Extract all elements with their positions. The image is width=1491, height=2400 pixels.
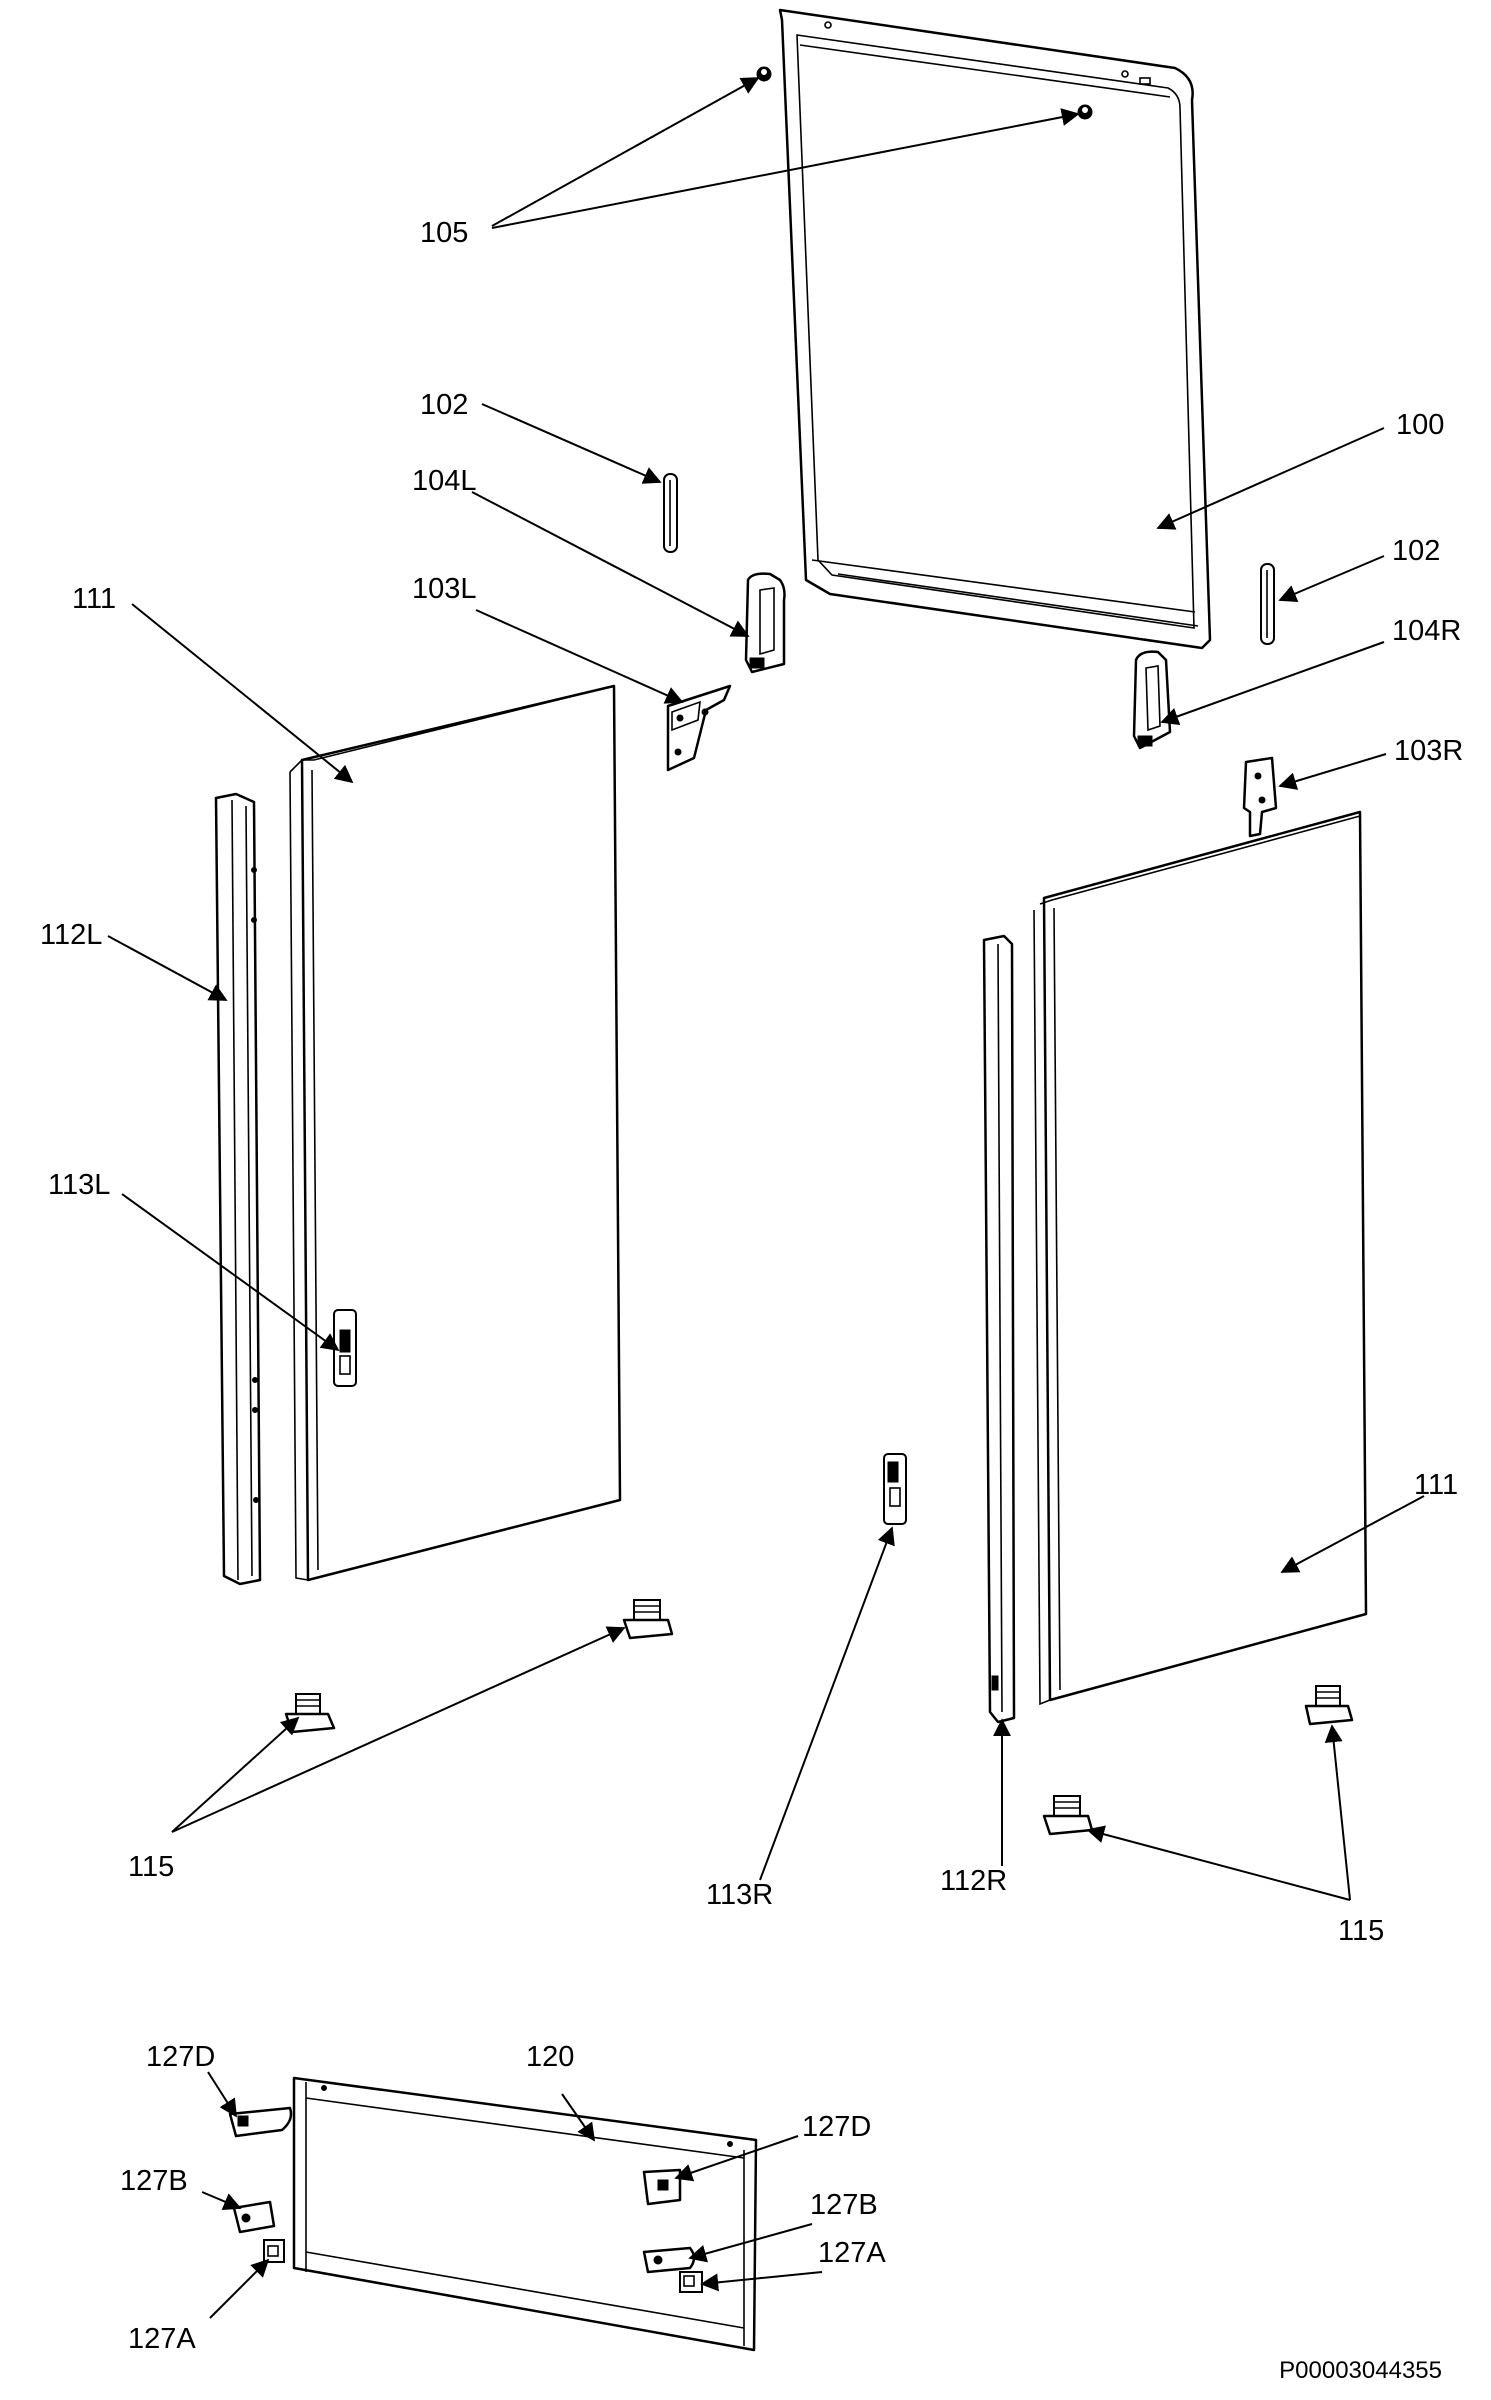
foot-115-d: [1304, 1685, 1354, 1726]
callout-112L: 112L: [40, 919, 102, 951]
callout-102-left: 102: [420, 389, 468, 421]
leader-lines: [107, 77, 1425, 2319]
callout-labels: 105 102 104L 103L 111 100 102 104R 103R …: [40, 217, 1463, 2384]
bracket-127B-right: [642, 2246, 696, 2274]
callout-113R: 113R: [706, 1879, 773, 1911]
front-panel-120: [292, 2076, 758, 2352]
callout-127A-right: 127A: [818, 2237, 886, 2269]
callout-104L: 104L: [412, 465, 477, 497]
pin-102-left: [663, 473, 678, 553]
callout-120: 120: [526, 2041, 574, 2073]
hinge-bracket-103R: [1242, 756, 1278, 838]
bracket-127B-left: [232, 2200, 276, 2234]
callout-127D-left: 127D: [146, 2041, 215, 2073]
side-panel-111-right: [1033, 810, 1368, 1706]
hinge-bracket-103L: [666, 684, 732, 772]
callout-112R: 112R: [940, 1865, 1007, 1897]
hinge-cover-104R: [1132, 650, 1172, 750]
callout-127B-right: 127B: [810, 2189, 878, 2221]
callout-113L: 113L: [48, 1169, 110, 1201]
foot-115-a: [622, 1599, 674, 1640]
bracket-127D-right: [642, 2168, 682, 2206]
callout-100: 100: [1396, 409, 1444, 441]
document-reference: P00003044355: [1279, 2357, 1442, 2384]
callout-102-right: 102: [1392, 535, 1440, 567]
lock-113L: [333, 1309, 357, 1387]
bracket-127D-left: [228, 2106, 293, 2138]
side-panel-111-left: [289, 684, 622, 1582]
callout-115-left: 115: [128, 1851, 174, 1883]
callout-105: 105: [420, 217, 468, 249]
top-frame-100: [778, 8, 1212, 650]
screw-105-a: [756, 66, 772, 82]
screw-105-b: [1077, 104, 1093, 120]
pin-102-right: [1260, 563, 1275, 645]
callout-103R: 103R: [1394, 735, 1463, 767]
profile-112R: [982, 934, 1016, 1724]
hinge-cover-104L: [744, 572, 786, 674]
clip-127A-left: [263, 2239, 285, 2263]
callout-127B-left: 127B: [120, 2165, 188, 2197]
callout-115-right: 115: [1338, 1915, 1384, 1947]
callout-103L: 103L: [412, 573, 477, 605]
callout-127A-left: 127A: [128, 2323, 196, 2355]
callout-111-right: 111: [1414, 1469, 1458, 1501]
clip-127A-right: [679, 2271, 703, 2293]
callout-127D-right: 127D: [802, 2111, 871, 2143]
callout-111-left: 111: [72, 583, 116, 615]
callout-104R: 104R: [1392, 615, 1461, 647]
foot-115-c: [1042, 1795, 1094, 1836]
profile-112L: [214, 792, 262, 1586]
foot-115-b: [284, 1693, 336, 1734]
lock-113R: [883, 1453, 907, 1525]
